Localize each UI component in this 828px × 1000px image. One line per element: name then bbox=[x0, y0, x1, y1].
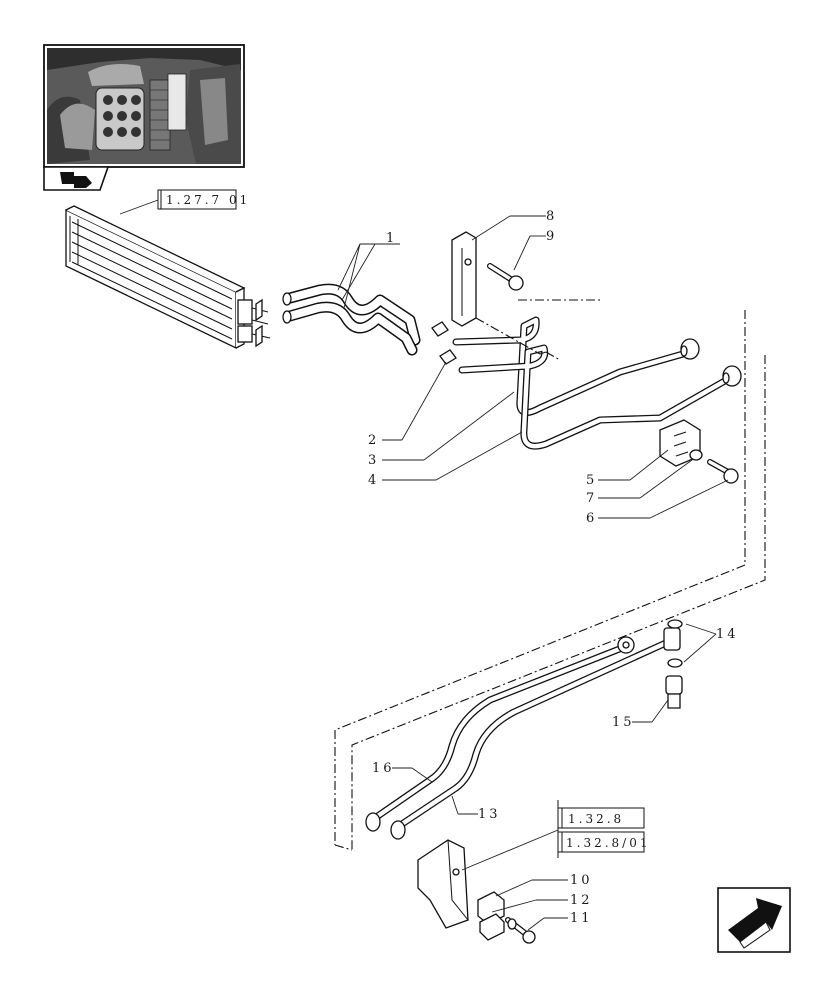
callout-3: 3 bbox=[368, 453, 379, 468]
callout-16: 16 bbox=[372, 761, 395, 776]
bracket-item-8 bbox=[451, 231, 477, 327]
callout-4: 4 bbox=[368, 473, 379, 488]
hose-clamps-item-2 bbox=[431, 321, 457, 365]
pipe-reference-box-a[interactable]: 1.32.8 bbox=[557, 807, 645, 829]
seal-washers-item-14 bbox=[667, 619, 683, 668]
washer-item-7 bbox=[689, 449, 703, 461]
callout-5: 5 bbox=[586, 473, 597, 488]
oil-cooler-radiator bbox=[65, 205, 271, 350]
callout-15: 15 bbox=[612, 715, 635, 730]
radiator-reference-label: 1.27.7 01 bbox=[166, 193, 250, 207]
callout-12: 12 bbox=[570, 893, 593, 908]
bolt-item-6 bbox=[707, 459, 739, 484]
pipe-reference-label-a: 1.32.8 bbox=[568, 812, 624, 826]
callout-2: 2 bbox=[368, 433, 379, 448]
clip-item-10 bbox=[477, 891, 505, 941]
pipe-reference-box-b[interactable]: 1.32.8/01 bbox=[461, 800, 650, 871]
callout-11: 11 bbox=[570, 911, 593, 926]
pipe-item-13 bbox=[390, 627, 681, 840]
hoses-item-1 bbox=[282, 283, 421, 356]
lower-bracket bbox=[417, 839, 469, 929]
radiator-reference-box[interactable]: 1.27.7 01 bbox=[119, 189, 250, 215]
banjo-bolt-item-15 bbox=[665, 675, 683, 709]
callout-9: 9 bbox=[546, 229, 557, 244]
callout-6: 6 bbox=[586, 511, 597, 526]
bolt-item-9 bbox=[487, 263, 524, 291]
return-arrow-icon[interactable] bbox=[43, 166, 110, 191]
callout-7: 7 bbox=[586, 491, 597, 506]
callout-8: 8 bbox=[546, 209, 557, 224]
engine-inset-photo bbox=[43, 44, 245, 168]
pipe-item-16 bbox=[365, 636, 635, 832]
callout-14: 14 bbox=[716, 627, 739, 642]
callout-leaders bbox=[337, 215, 729, 931]
callout-13: 13 bbox=[478, 807, 501, 822]
assembly-dash-dot-lines bbox=[334, 299, 766, 851]
rigid-pipe-item-4 bbox=[458, 344, 742, 450]
callout-1: 1 bbox=[386, 231, 397, 246]
callout-10: 10 bbox=[570, 873, 593, 888]
next-page-arrow-icon[interactable] bbox=[717, 887, 791, 953]
callout-labels: 1 2 3 4 5 6 7 8 9 10 11 12 13 14 15 16 bbox=[368, 209, 739, 926]
pipe-reference-label-b: 1.32.8/01 bbox=[566, 836, 650, 850]
bolt-item-11 bbox=[505, 917, 536, 944]
